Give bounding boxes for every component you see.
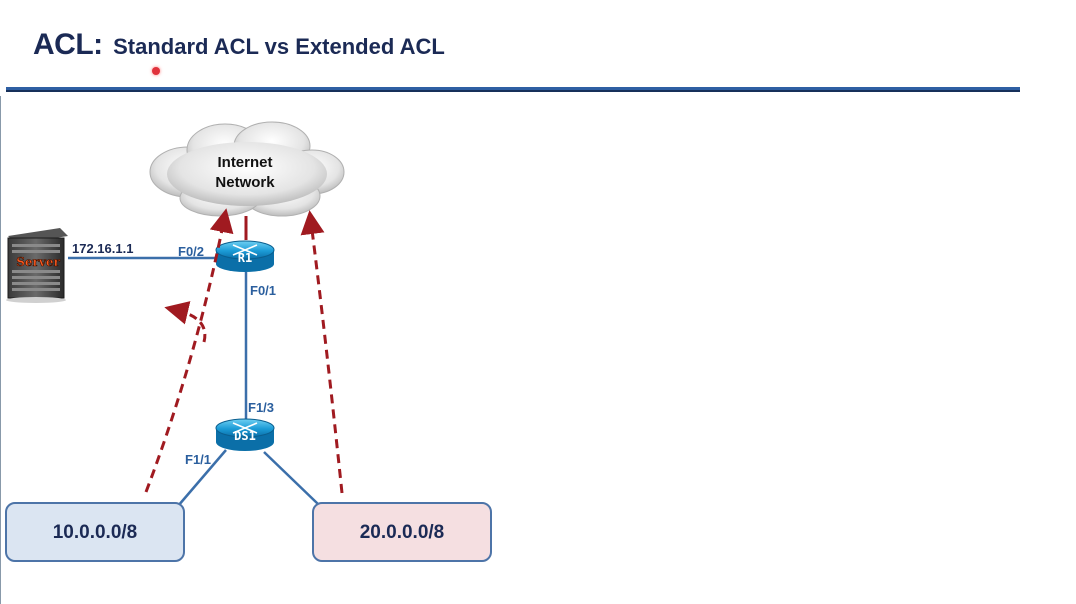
- mouse-pointer-icon: [152, 67, 160, 75]
- r1-port-f0-1: F0/1: [250, 283, 276, 298]
- network-b-label: 20.0.0.0/8: [360, 522, 445, 543]
- cloud-label-line2: Network: [215, 174, 275, 191]
- title-subtitle: Standard ACL vs Extended ACL: [113, 34, 445, 59]
- link-ds1-net-a: [177, 449, 227, 507]
- router-r1-label: R1: [238, 251, 252, 265]
- title-main: ACL:: [33, 28, 103, 61]
- server-label: Server: [16, 255, 60, 269]
- link-ds1-net-b: [263, 451, 319, 505]
- router-r1-icon: [215, 240, 275, 272]
- r1-port-f0-2: F0/2: [178, 244, 204, 259]
- traffic-arrow-to-server: [164, 301, 207, 343]
- slide-title: ACL: Standard ACL vs Extended ACL: [33, 28, 445, 62]
- cloud-label-line1: Internet: [217, 154, 272, 171]
- traffic-arrow-net-a-to-internet: [144, 208, 234, 493]
- switch-ds1-icon: [215, 418, 275, 451]
- ds1-port-f1-1: F1/1: [185, 452, 211, 467]
- network-b-box: [312, 502, 492, 562]
- server-ip-label: 172.16.1.1: [72, 241, 133, 256]
- internet-cloud-icon: [149, 121, 345, 217]
- network-a-label: 10.0.0.0/8: [53, 522, 138, 543]
- switch-ds1-label: DS1: [234, 429, 256, 443]
- slide-left-border: [0, 96, 1, 604]
- title-divider: [6, 87, 1020, 92]
- traffic-arrow-net-b-to-internet: [300, 210, 344, 494]
- ds1-port-f1-3: F1/3: [248, 400, 274, 415]
- server-icon: [6, 228, 68, 303]
- network-a-box: [5, 502, 185, 562]
